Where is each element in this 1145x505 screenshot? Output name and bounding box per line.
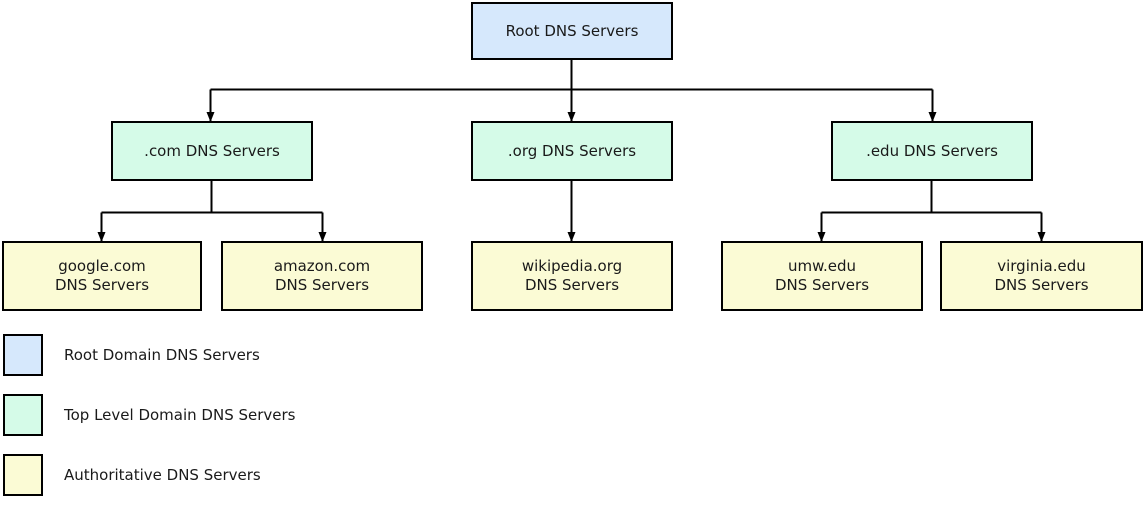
edge-root-to-bus <box>210 60 933 91</box>
node-org-dns-servers[interactable]: .org DNS Servers <box>471 121 673 181</box>
legend-item-top-level-domain: Top Level Domain DNS Servers <box>0 385 500 445</box>
node-google-com-dns-servers[interactable]: google.com DNS Servers <box>2 241 202 311</box>
edge-edu-to-bus <box>821 181 1042 214</box>
legend-label-authoritative: Authoritative DNS Servers <box>64 466 261 484</box>
node-label: .edu DNS Servers <box>866 141 998 160</box>
legend-item-authoritative: Authoritative DNS Servers <box>0 445 500 505</box>
legend-swatch-root-domain <box>3 334 43 376</box>
node-label-line2: DNS Servers <box>274 276 370 294</box>
legend-swatch-authoritative <box>3 454 43 496</box>
edge-com-to-bus <box>101 181 323 214</box>
node-edu-dns-servers[interactable]: .edu DNS Servers <box>831 121 1033 181</box>
node-label-line2: DNS Servers <box>524 276 620 294</box>
legend-swatch-top-level-domain <box>3 394 43 436</box>
node-label-line2: DNS Servers <box>54 276 150 294</box>
node-label-line1: umw.edu <box>787 257 857 275</box>
node-label-line1: wikipedia.org <box>521 257 623 275</box>
node-label: .com DNS Servers <box>144 141 280 160</box>
node-label-line1: amazon.com <box>273 257 371 275</box>
node-label: Root DNS Servers <box>505 21 639 40</box>
node-label-line1: virginia.edu <box>997 257 1086 275</box>
node-label-line1: google.com <box>58 257 146 275</box>
node-label: .org DNS Servers <box>507 141 637 160</box>
legend-label-root-domain: Root Domain DNS Servers <box>64 346 260 364</box>
node-label-line2: DNS Servers <box>774 276 870 294</box>
legend-item-root-domain: Root Domain DNS Servers <box>0 325 500 385</box>
legend: Root Domain DNS Servers Top Level Domain… <box>0 325 500 505</box>
node-umw-edu-dns-servers[interactable]: umw.edu DNS Servers <box>721 241 923 311</box>
node-label-line2: DNS Servers <box>994 276 1089 294</box>
node-amazon-com-dns-servers[interactable]: amazon.com DNS Servers <box>221 241 423 311</box>
legend-label-top-level-domain: Top Level Domain DNS Servers <box>64 406 296 424</box>
node-com-dns-servers[interactable]: .com DNS Servers <box>111 121 313 181</box>
node-virginia-edu-dns-servers[interactable]: virginia.edu DNS Servers <box>940 241 1143 311</box>
node-root-dns-servers[interactable]: Root DNS Servers <box>471 2 673 60</box>
node-wikipedia-org-dns-servers[interactable]: wikipedia.org DNS Servers <box>471 241 673 311</box>
